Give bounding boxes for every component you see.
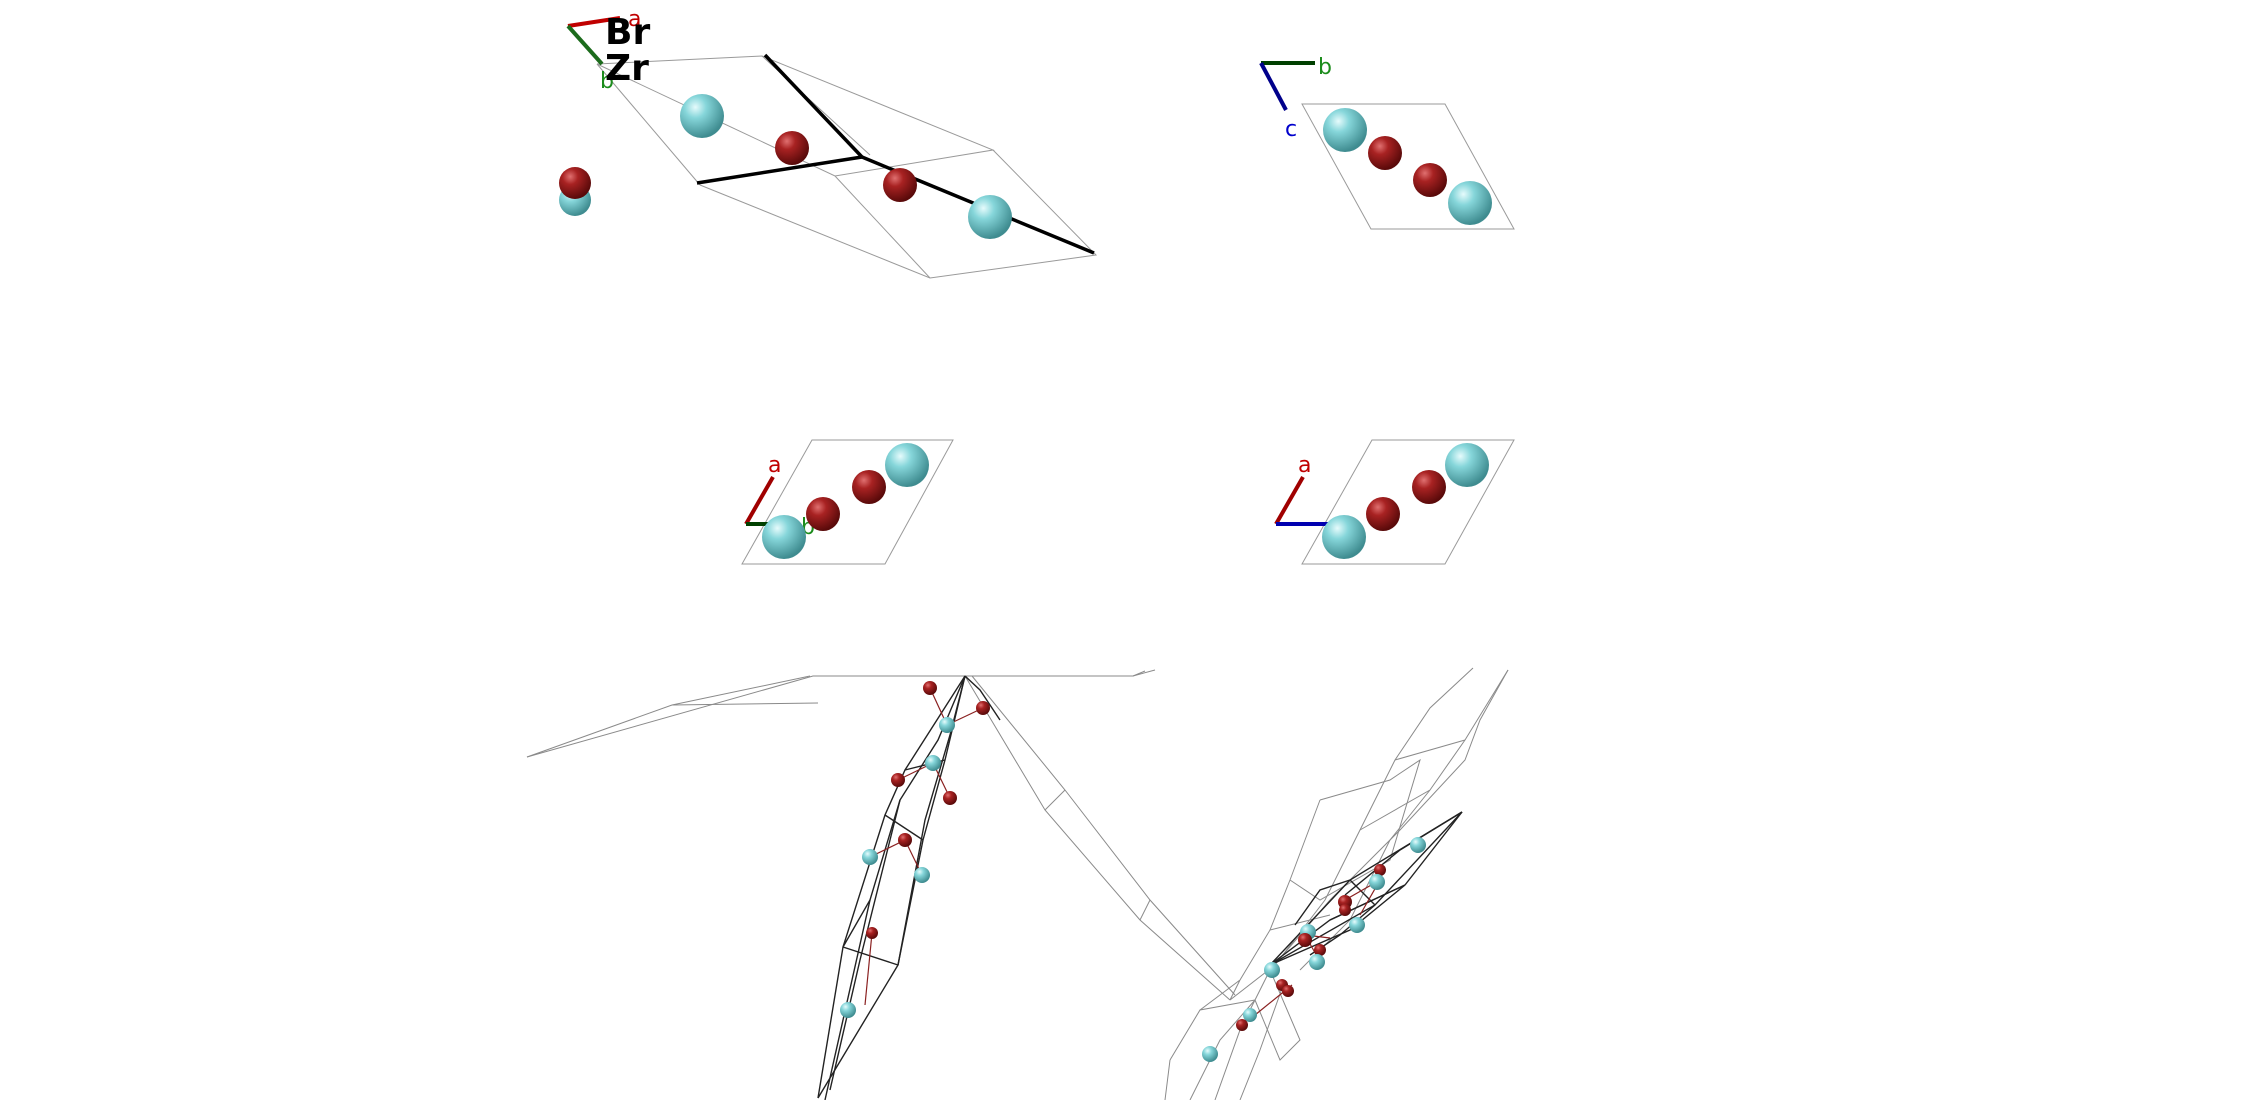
br-atom (976, 701, 990, 715)
axis-indicator-view-b: a (1274, 453, 1330, 526)
zr-atom (968, 195, 1012, 239)
zr-atom (1369, 874, 1385, 890)
zr-atom (1410, 837, 1426, 853)
cell-axes-bold (696, 53, 1095, 255)
panel-supercell-2 (1164, 667, 1509, 1100)
br-atom (923, 681, 937, 695)
br-atom (1413, 163, 1447, 197)
zr-atom (1309, 954, 1325, 970)
zr-atom (1448, 181, 1492, 225)
br-atom (866, 927, 878, 939)
axis-b-label: b (600, 69, 614, 94)
axis-b-line (566, 24, 604, 66)
panel-view-b: a (1274, 439, 1515, 565)
axis-indicator-perspective: a b (566, 7, 641, 94)
axis-a-line (744, 476, 775, 525)
zr-atom (1323, 108, 1367, 152)
zr-atom (914, 867, 930, 883)
zr-atom (840, 1002, 856, 1018)
br-atom (1282, 985, 1294, 997)
axis-a-label: a (628, 7, 641, 32)
axis-a-label: a (768, 453, 781, 478)
br-atom (943, 791, 957, 805)
element-legend: Br Zr (605, 12, 650, 89)
supercell-bonds (864, 687, 984, 1006)
br-atom (806, 497, 840, 531)
atoms-supercell-2 (1202, 837, 1426, 1062)
zr-atom (1264, 962, 1280, 978)
zr-atom (885, 443, 929, 487)
zr-atom (925, 755, 941, 771)
axis-c-line (1259, 62, 1288, 111)
zr-atom (762, 515, 806, 559)
zr-atom (939, 717, 955, 733)
atoms-view-b (1322, 443, 1489, 559)
axis-c-label: c (1285, 117, 1297, 142)
br-atom (1412, 470, 1446, 504)
atoms-perspective (559, 94, 1012, 239)
br-atom (559, 167, 591, 199)
unit-cell-outline (1301, 103, 1515, 230)
br-atom (775, 131, 809, 165)
br-atom (883, 168, 917, 202)
br-atom (898, 833, 912, 847)
br-atom (1366, 497, 1400, 531)
zr-atom (1322, 515, 1366, 559)
br-atom (852, 470, 886, 504)
br-atom (1368, 136, 1402, 170)
zr-atom (862, 849, 878, 865)
atoms-view-a (1323, 108, 1492, 225)
zr-atom (680, 94, 724, 138)
legend-zr-label: Zr (605, 48, 649, 89)
axis-a-line (1274, 476, 1305, 525)
panel-view-c: a b (741, 439, 954, 565)
axis-indicator-view-a: b c (1259, 55, 1332, 142)
axis-b-label: b (1318, 55, 1332, 80)
zr-atom (1445, 443, 1489, 487)
panel-view-a: b c (1259, 55, 1515, 230)
supercell-thin-edges (526, 669, 1236, 1001)
supercell-cell-edges (817, 675, 1001, 1100)
atoms-supercell-1 (840, 681, 990, 1018)
br-atom (1374, 864, 1386, 876)
br-atom (1298, 933, 1312, 947)
axis-a-line (567, 16, 621, 28)
zr-atom (1202, 1046, 1218, 1062)
zr-atom (1349, 917, 1365, 933)
panel-supercell-1 (526, 669, 1236, 1100)
br-atom (1339, 904, 1351, 916)
panel-perspective: a b Br Zr (559, 7, 1098, 279)
unit-cell-edges (596, 55, 1098, 279)
atoms-view-c (762, 443, 929, 559)
zr-atom (1243, 1008, 1257, 1022)
axis-a-label: a (1298, 453, 1311, 478)
br-atom (1236, 1019, 1248, 1031)
legend-br-label: Br (605, 12, 650, 53)
br-atom (1314, 944, 1326, 956)
br-atom (891, 773, 905, 787)
